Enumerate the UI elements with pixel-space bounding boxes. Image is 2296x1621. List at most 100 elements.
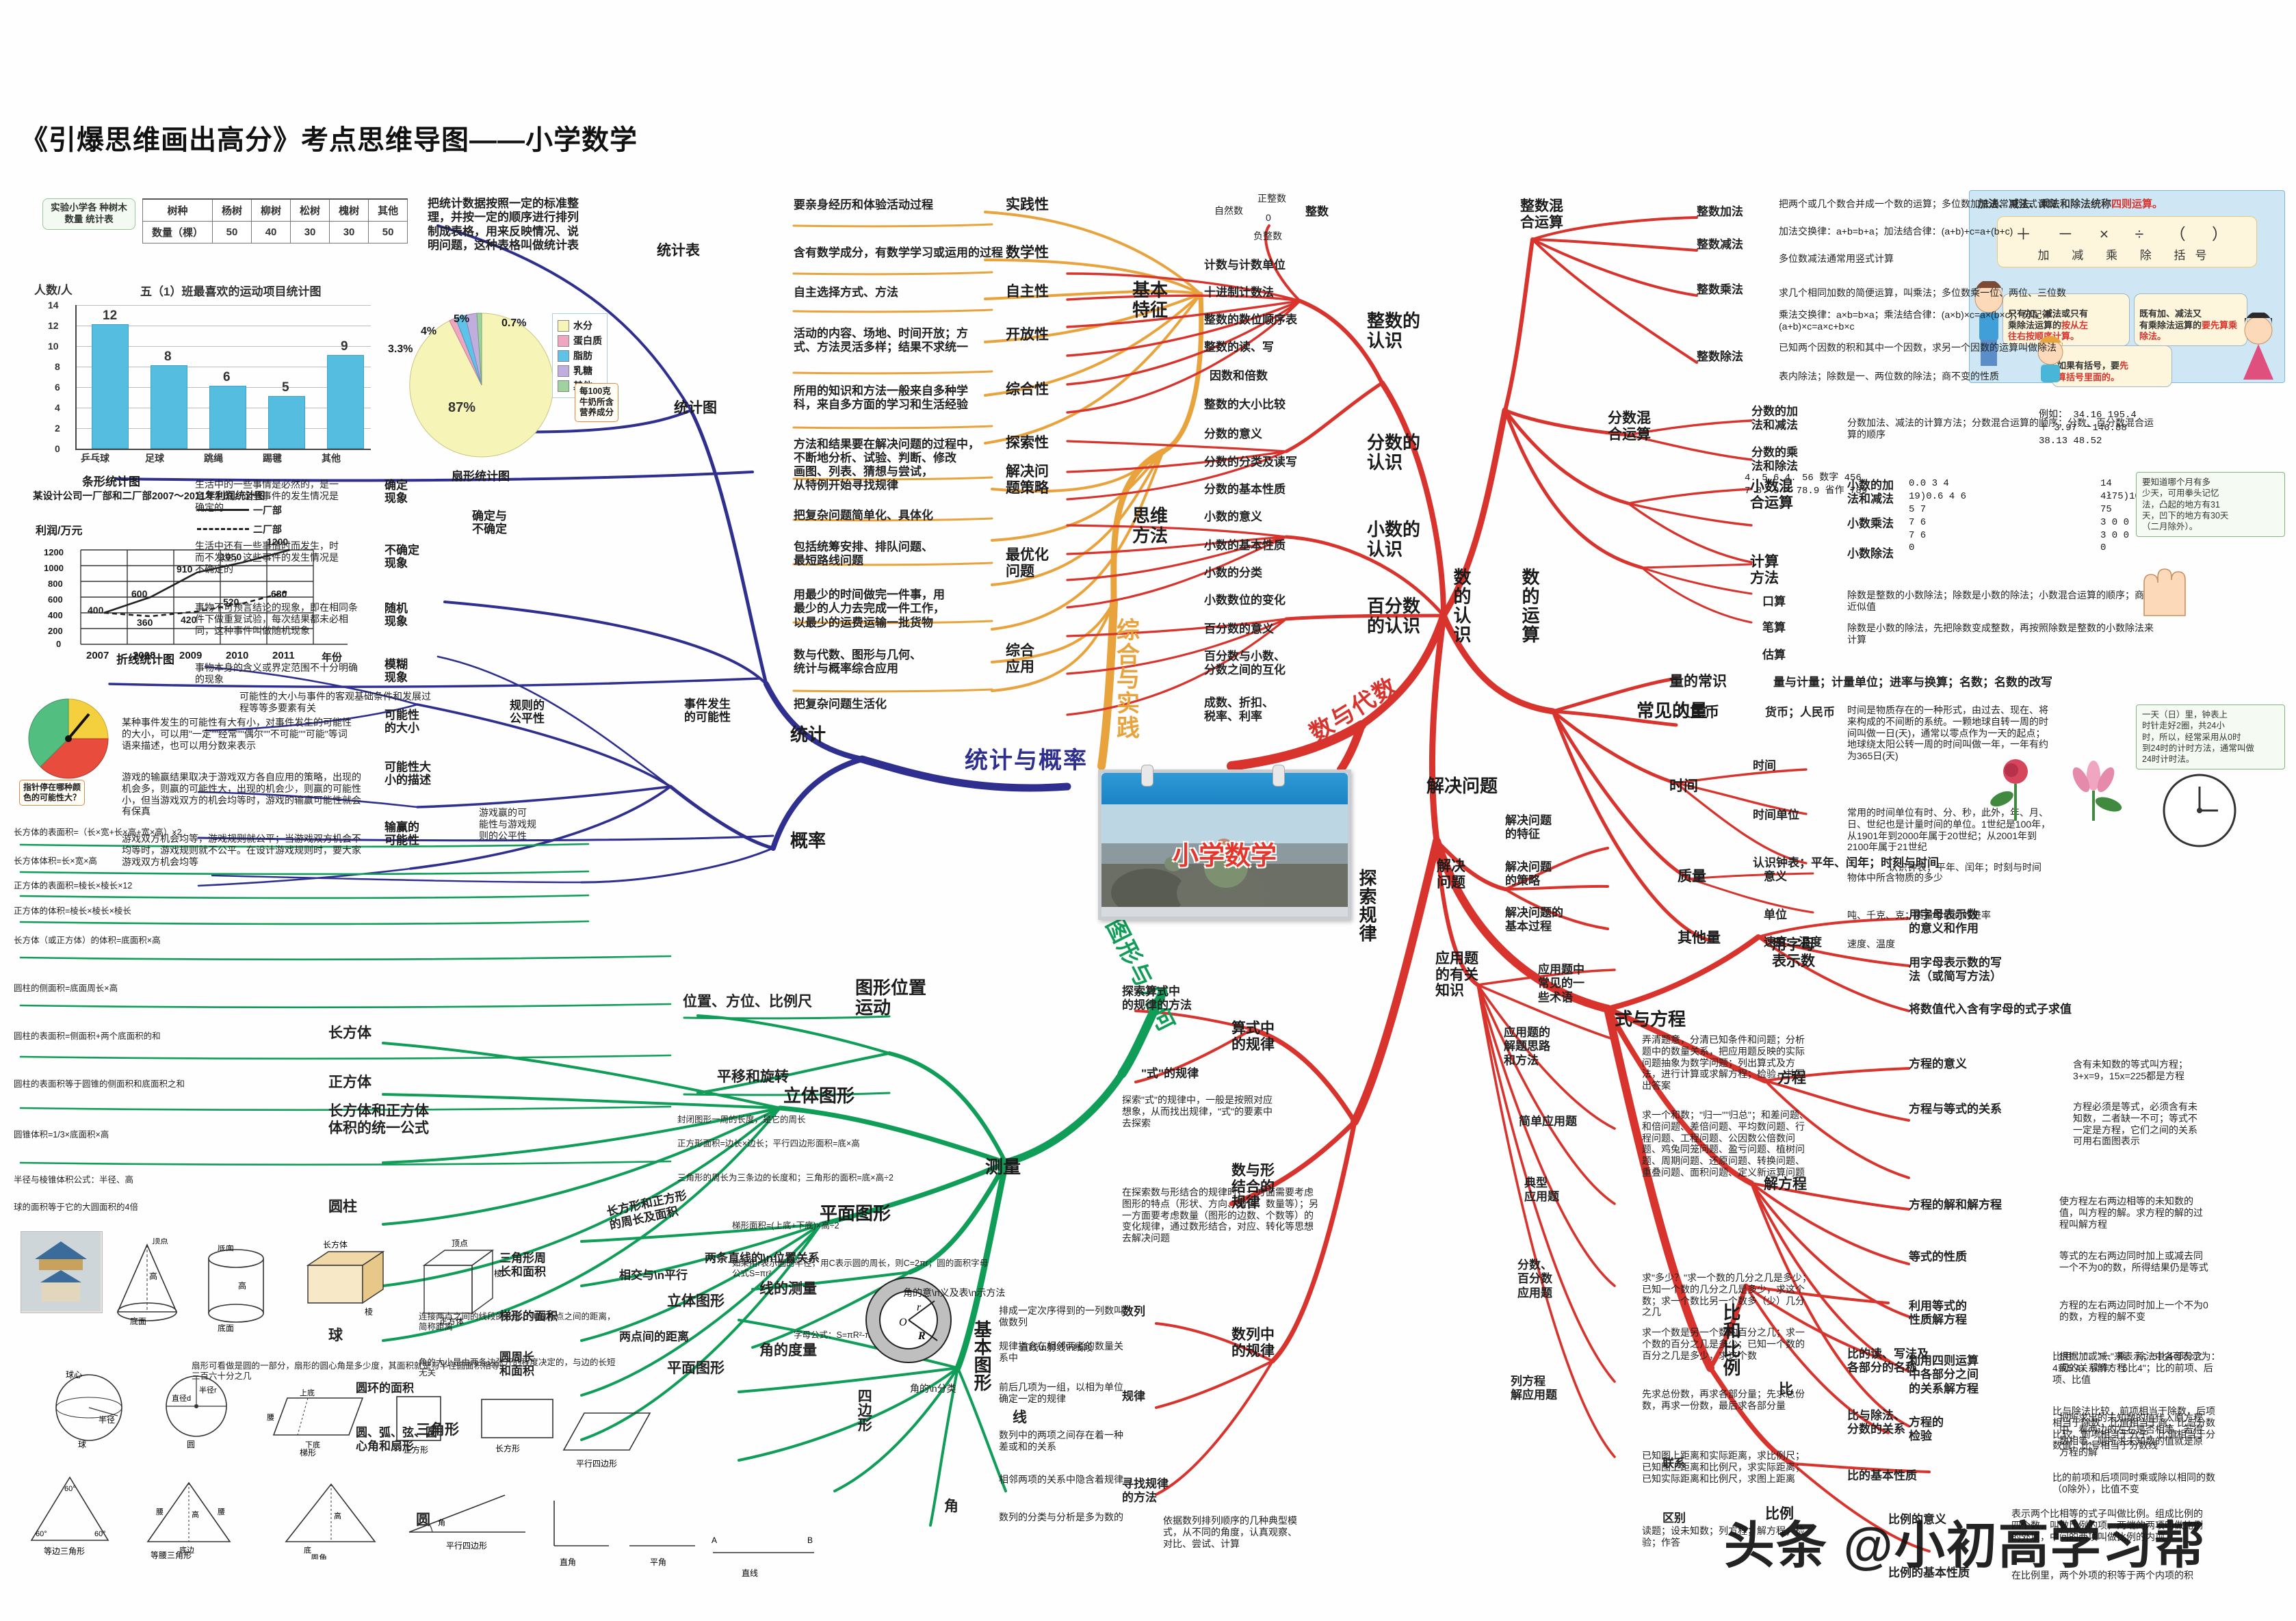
- formula-4: 长方体（或正方体）的体积=底面积×高: [14, 936, 161, 945]
- leaf-qiu: 球: [328, 1328, 343, 1343]
- bar-value-1: 8: [164, 350, 172, 364]
- ytick-4: 4: [55, 402, 60, 413]
- leaf-fenshu-app-def: 求"多少？"求一个数的几分之几是多少；已知一个数的几分之几是多少，求这个数；求一…: [1642, 1272, 1812, 1318]
- leaf-kaifangxing: 活动的内容、场地、时间开放；方 式、方法灵活多样；结果不求统一: [794, 327, 968, 354]
- line-xtick-2: 2009: [179, 650, 203, 661]
- svg-text:底: 底: [304, 1545, 311, 1555]
- formula-13: 三角形的周长为三条边的长度和；三角形的面积=底×高÷2: [677, 1173, 893, 1183]
- leaf-jb-litifx: 立体图形: [667, 1293, 725, 1309]
- legend-label-1: 蛋白质: [573, 335, 602, 346]
- leaf-fc-dengshi: 方程与等式的关系: [1909, 1103, 2002, 1116]
- pie-value-2: 4%: [421, 326, 437, 337]
- clock-note: 一天（日）里，钟表上 时针走好2圈，共24小 时，所以，经常采用从0时 到24时…: [2136, 704, 2285, 770]
- node-kaifangxing: 开放性: [1006, 327, 1049, 343]
- line-xtick-3: 2010: [226, 650, 249, 661]
- leaf-tongchou: 包括统筹安排、排队问题、 最短路线问题: [794, 540, 933, 568]
- leaf-xs-jiajian: 小数的加 法和减法: [1847, 479, 1894, 506]
- th-3: 松树: [290, 198, 330, 222]
- leaf-jb-pingmian: 平面图形: [667, 1360, 725, 1376]
- leaf-xunzhao-guilv: 寻找规律 的方法: [1122, 1477, 1169, 1505]
- leaf-jb-sanjiao: 三角形: [416, 1422, 459, 1438]
- leaf-renminbi: 货币；人民币: [1765, 706, 1835, 719]
- leaf-zimu-yiyi: 用字母表示数 的意义和作用: [1909, 908, 1979, 936]
- leaf-zonghe-app: 数与代数、图形与几何、 统计与概率综合应用: [794, 648, 922, 676]
- table-header-row: 树种 杨树 柳树 松树 槐树 其他: [142, 198, 408, 222]
- pie-value-0: 87%: [448, 400, 476, 415]
- calendar-note: 要知道哪个月有多 少天，可用拳头记忆 法，凸起的地方有31 天，凹下的地方有30…: [2136, 472, 2285, 538]
- leaf-bi-duxie: 比的读、写法及 各部分的名称: [1847, 1347, 1929, 1375]
- legend-swatch-4: [558, 380, 569, 392]
- leaf-guilv-def5: 相邻两项的关系中隐含着规律: [999, 1474, 1123, 1485]
- pie-value-1: 3.3%: [388, 343, 413, 355]
- pie-note-callout: 每100克 牛奶所含 营养成分: [575, 383, 619, 422]
- lotus-illustration: [2059, 752, 2128, 831]
- node-xiaoshu-hunhe: 小数混 合运算: [1750, 479, 1793, 511]
- formula-14: 梯形面积=(上底+下底)×高÷2: [732, 1221, 839, 1230]
- leaf-bili-xingzhi: 比例的基本性质: [1888, 1566, 1970, 1579]
- formula-3: 正方体的体积=棱长×棱长×棱长: [14, 906, 131, 916]
- svg-text:底边: 底边: [179, 1545, 194, 1555]
- node-qita-liang: 其他量: [1678, 930, 1721, 946]
- leaf-yinshu: 因数和倍数: [1210, 369, 1268, 382]
- svg-text:圆: 圆: [187, 1440, 195, 1449]
- leaf-guilv-def6: 数列的分类与分析是多为数的: [999, 1512, 1123, 1523]
- example-mul: 4. 5 6 4. 56 数字 456 7 8. 9 × 78.9 省作 789: [1745, 473, 1868, 497]
- bar-1: [151, 365, 187, 449]
- legend-line-dashed: [197, 528, 249, 530]
- rect-sketch: 长方形: [472, 1382, 568, 1460]
- leaf-ziranshu: 自然数: [1214, 205, 1243, 216]
- td-0: 数量（棵）: [142, 221, 213, 243]
- leaf-xiaoshu-xingzhi: 小数的基本性质: [1204, 539, 1286, 552]
- cone-sketch: 高底面 顶点: [109, 1236, 185, 1337]
- leaf-bili-yiyi: 比例的意义: [1888, 1513, 1946, 1526]
- pt-a3: 1050: [220, 551, 242, 562]
- node-shu-de-renshi: 数的认识: [1451, 568, 1472, 644]
- svg-text:R: R: [917, 1330, 926, 1342]
- svg-text:正方形: 正方形: [404, 1445, 428, 1455]
- op-name-3: 除: [2139, 249, 2161, 262]
- svg-text:周角: 周角: [311, 1553, 327, 1559]
- bar-chart-title: 五（1）班最喜欢的运动项目统计图: [140, 285, 322, 298]
- bar-3: [268, 396, 305, 449]
- triangle-isosceles-sketch: 腰腰 高底边 等腰三角形: [137, 1471, 246, 1563]
- formula-11: 封闭图形一周的长度，是它的周长: [677, 1115, 806, 1124]
- angle-types-sketch: 直角 平角: [547, 1484, 705, 1577]
- node-bili: 比例: [1765, 1506, 1794, 1522]
- leaf-jjwt-celue: 解决问题 的策略: [1505, 860, 1552, 888]
- leaf-shuxing-def: 在探索数与形结合的规律时，一方面需要考虑图形的特点（形状、方向、颜色、数量等）；…: [1122, 1187, 1318, 1244]
- boy-figure-bottom: [2037, 336, 2063, 382]
- leaf-zuishao: 用最少的时间做完一件事，用 最少的人力去完成一件工作， 以最少的运费运输一批货物: [794, 588, 945, 629]
- pt-b1: 360: [137, 617, 153, 628]
- leaf-changfangti: 长方体: [328, 1025, 371, 1041]
- pt-a4: 1200: [267, 536, 289, 547]
- ytick-12: 12: [48, 320, 59, 331]
- leaf-jf-def: 使方程左右两边相等的未知数的值，叫方程的解。求方程的解的过程叫解方程: [2059, 1196, 2203, 1230]
- leaf-zs-chengfa: 整数乘法: [1697, 283, 1743, 296]
- formula-6: 圆柱的表面积=侧面积+两个底面积的和: [14, 1031, 161, 1041]
- formula-1: 长方体体积=长×宽×高: [14, 856, 97, 866]
- pie-chart: 87% 3.3% 4% 5% 0.7% 水分 蛋白质 脂肪 乳糖 其他: [388, 287, 647, 465]
- pie-value-3: 5%: [454, 313, 470, 325]
- node-statistical-chart: 统计图: [674, 400, 717, 416]
- td-3: 30: [290, 221, 330, 243]
- node-possibility-size: 可能性 的大小: [384, 709, 419, 735]
- ytick-14: 14: [48, 300, 59, 311]
- center-node[interactable]: 小学数学: [1098, 765, 1351, 920]
- svg-text:等腰三角形: 等腰三角形: [151, 1551, 192, 1559]
- node-random: 随机 现象: [384, 602, 408, 629]
- line-xtick-4: 2011: [272, 650, 295, 661]
- op-sym-0: ＋: [2015, 225, 2042, 243]
- leaf-zs-chufa: 整数除法: [1697, 350, 1743, 363]
- pie-value-4: 0.7%: [501, 317, 527, 329]
- leaf-tansuoxing: 方法和结果要在解决问题的过程中， 不断地分析、试验、判断、修改: [794, 438, 980, 465]
- node-pingmiantx: 平面图形: [820, 1203, 891, 1224]
- svg-text:棱: 棱: [494, 1268, 502, 1278]
- node-jiben-tezheng: 基本 特征: [1132, 280, 1169, 321]
- node-statistical-table: 统计表: [657, 243, 700, 259]
- leaf-shijian-def: 时间是物质存在的一种形式，由过去、现在、将来构成的不间断的系统。一颗地球自转一周…: [1847, 704, 2048, 762]
- svg-text:底面: 底面: [218, 1323, 234, 1333]
- line-ytick-800: 800: [48, 579, 63, 589]
- op-sym-2: ×: [2099, 225, 2120, 243]
- node-shijian: 时间: [1669, 778, 1698, 794]
- xtick-0: 乒乓球: [81, 453, 109, 464]
